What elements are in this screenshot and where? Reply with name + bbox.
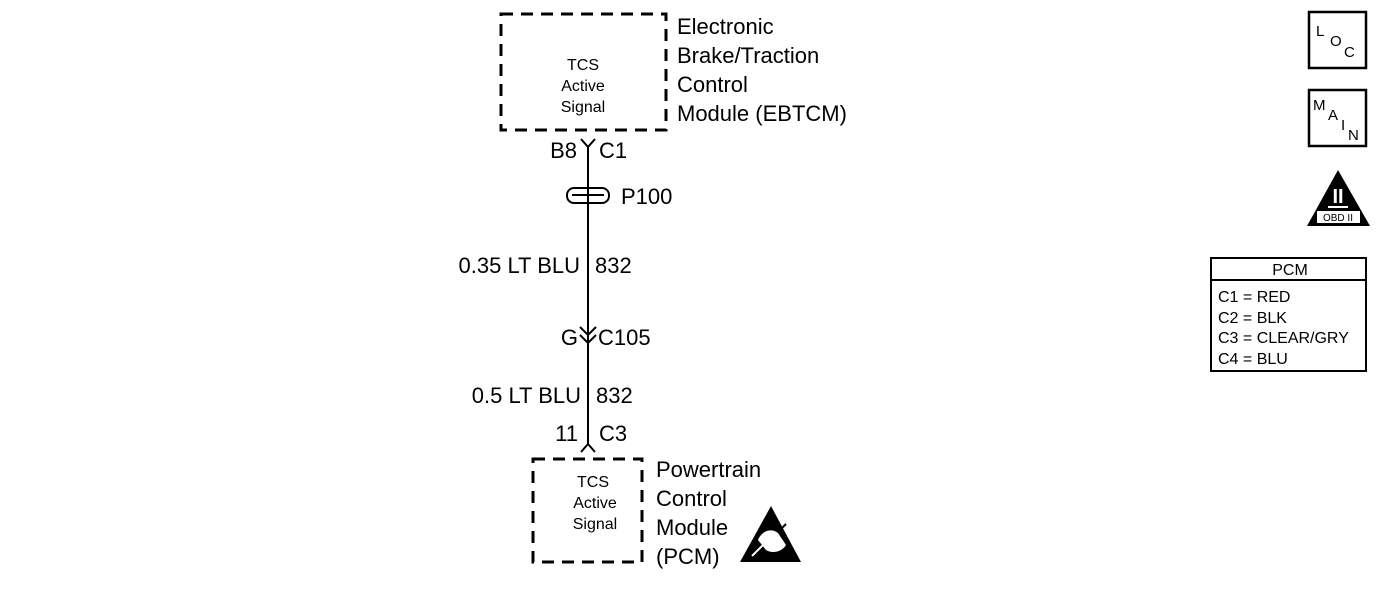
pcm-signal-line-1: TCS xyxy=(577,474,609,491)
pcm-pin-label: 11 xyxy=(555,421,578,446)
pcm-connector-label: C3 xyxy=(599,421,627,446)
obd-ii-button[interactable]: II OBD II xyxy=(1307,170,1370,226)
location-icon[interactable] xyxy=(1307,10,1368,70)
pcm-connector: 11 C3 xyxy=(555,421,627,453)
upper-wire-label: 0.35 LT BLU 832 xyxy=(459,253,632,278)
pcm-name-line-4: (PCM) xyxy=(656,544,720,569)
ebtcm-name-line-3: Control xyxy=(677,72,748,97)
ebtcm-signal-line-2: Active xyxy=(561,78,605,95)
inline-connector-icon xyxy=(579,326,597,345)
pcm-name-line-2: Control xyxy=(656,486,727,511)
inline-connector: G C105 xyxy=(561,325,651,350)
loc-letter-o: O xyxy=(1330,33,1342,50)
pcm-legend-row-4: C4 = BLU xyxy=(1218,351,1288,368)
upper-wire-circuit: 832 xyxy=(595,253,632,278)
pcm-legend: PCM C1 = RED C2 = BLK C3 = CLEAR/GRY C4 … xyxy=(1210,257,1367,372)
loc-letter-l: L xyxy=(1316,23,1324,40)
pcm-signal-line-3: Signal xyxy=(573,516,617,533)
loc-button[interactable]: L O C xyxy=(1307,10,1368,70)
lower-wire-circuit: 832 xyxy=(596,383,633,408)
ebtcm-name-line-1: Electronic xyxy=(677,14,774,39)
main-letter-m: M xyxy=(1313,97,1326,114)
lower-wire-gauge-color: 0.5 LT BLU xyxy=(472,383,581,408)
ebtcm-signal-line-1: TCS xyxy=(567,57,599,74)
main-letter-a: A xyxy=(1328,107,1338,124)
lower-wire-label: 0.5 LT BLU 832 xyxy=(472,383,633,408)
pcm-name-line-3: Module xyxy=(656,515,728,540)
inline-connector-label: C105 xyxy=(598,325,651,350)
ebtcm-signal-line-3: Signal xyxy=(561,99,605,116)
main-letter-i: I xyxy=(1341,117,1345,134)
pcm-module: TCS Active Signal Powertrain Control Mod… xyxy=(531,457,801,569)
main-icon[interactable] xyxy=(1307,88,1368,148)
pcm-legend-title: PCM xyxy=(1272,262,1308,279)
obd-ii-symbol: II xyxy=(1332,186,1343,208)
pcm-legend-row-3: C3 = CLEAR/GRY xyxy=(1218,330,1349,347)
loc-letter-c: C xyxy=(1344,44,1355,61)
pcm-signal-line-2: Active xyxy=(573,495,617,512)
splice-label: P100 xyxy=(621,184,672,209)
main-button[interactable]: M A I N xyxy=(1307,88,1368,148)
ebtcm-connector: B8 C1 xyxy=(550,138,627,163)
upper-wire-gauge-color: 0.35 LT BLU xyxy=(459,253,580,278)
ebtcm-pin-label: B8 xyxy=(550,138,577,163)
pcm-legend-box xyxy=(1210,257,1367,372)
ebtcm-name-line-2: Brake/Traction xyxy=(677,43,819,68)
female-terminal-icon xyxy=(580,138,596,149)
pcm-legend-row-2: C2 = BLK xyxy=(1218,310,1287,327)
ebtcm-module: TCS Active Signal Electronic Brake/Tract… xyxy=(499,12,847,132)
ebtcm-name-line-4: Module (EBTCM) xyxy=(677,101,847,126)
obd-ii-caption: OBD II xyxy=(1323,213,1353,224)
pcm-name-line-1: Powertrain xyxy=(656,457,761,482)
main-letter-n: N xyxy=(1348,127,1359,144)
ebtcm-box xyxy=(499,12,668,132)
pcm-legend-row-1: C1 = RED xyxy=(1218,289,1290,306)
ebtcm-connector-label: C1 xyxy=(599,138,627,163)
male-terminal-icon xyxy=(580,442,596,453)
splice-pack: P100 xyxy=(566,184,672,209)
esd-sensitive-icon xyxy=(740,506,801,562)
pcm-box xyxy=(531,457,644,564)
inline-connector-pin: G xyxy=(561,325,578,350)
